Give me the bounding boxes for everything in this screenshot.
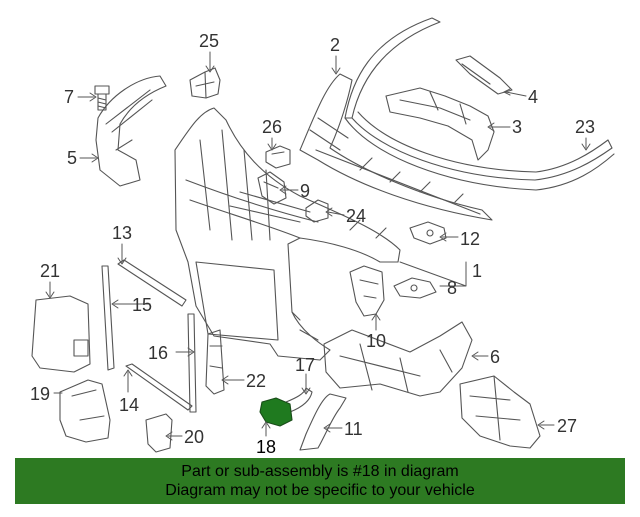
part-10-bracket — [349, 265, 385, 317]
part-16-seal-strip — [187, 313, 197, 413]
part-8-bracket — [393, 277, 437, 299]
part-23-reinforcement-bar — [344, 17, 615, 191]
part-1-radiator-support — [174, 107, 401, 361]
callout-6: 6 — [490, 347, 501, 367]
callout-25: 25 — [199, 31, 220, 51]
banner-line-disclaimer: Diagram may not be specific to your vehi… — [165, 482, 475, 499]
callout-26: 26 — [262, 117, 283, 137]
callout-17: 17 — [295, 355, 316, 375]
part-2-upper-support — [299, 73, 493, 221]
part-3-bracket — [385, 87, 495, 161]
part-21-module — [31, 295, 91, 373]
callout-9: 9 — [300, 181, 311, 201]
part-19-bracket — [59, 379, 111, 443]
callout-18-highlighted: 18 — [256, 437, 277, 457]
callout-8: 8 — [447, 278, 458, 298]
part-24-clip — [305, 199, 329, 223]
callout-14: 14 — [119, 395, 140, 415]
callout-19: 19 — [30, 384, 51, 404]
callout-5: 5 — [67, 148, 78, 168]
part-9-bracket — [257, 171, 287, 205]
part-26-clip — [265, 145, 291, 169]
callout-2: 2 — [330, 35, 341, 55]
callout-4: 4 — [528, 87, 539, 107]
leader-lines — [45, 51, 591, 441]
callout-1: 1 — [472, 261, 483, 281]
part-5-bracket — [95, 75, 167, 187]
part-27-bracket — [459, 375, 541, 449]
part-20-bracket — [145, 413, 173, 453]
callout-21: 21 — [40, 261, 61, 281]
part-17-hose — [285, 387, 313, 413]
part-25-bracket — [189, 67, 221, 99]
callout-15: 15 — [132, 295, 153, 315]
part-7-bolt — [94, 85, 110, 111]
banner-line-part: Part or sub-assembly is #18 in diagram — [181, 463, 459, 480]
callout-16: 16 — [148, 343, 169, 363]
callout-13: 13 — [112, 223, 133, 243]
part-22-bracket — [205, 329, 225, 395]
callout-3: 3 — [512, 117, 523, 137]
part-18-highlighted — [259, 397, 293, 427]
callout-24: 24 — [346, 206, 367, 226]
callout-11: 11 — [344, 419, 363, 439]
part-11-bracket — [299, 393, 347, 451]
part-6-bracket — [323, 321, 473, 397]
callout-10: 10 — [366, 331, 387, 351]
part-15-seal-strip — [101, 265, 115, 371]
part-14-seal-strip — [125, 363, 193, 411]
callout-27: 27 — [557, 416, 578, 436]
part-4-bracket — [455, 55, 513, 95]
callout-22: 22 — [246, 371, 267, 391]
callout-7: 7 — [64, 87, 75, 107]
callout-12: 12 — [460, 229, 481, 249]
callout-23: 23 — [575, 117, 596, 137]
part-12-bracket — [409, 221, 447, 245]
info-banner: Part or sub-assembly is #18 in diagram D… — [15, 458, 625, 504]
callout-20: 20 — [184, 427, 205, 447]
